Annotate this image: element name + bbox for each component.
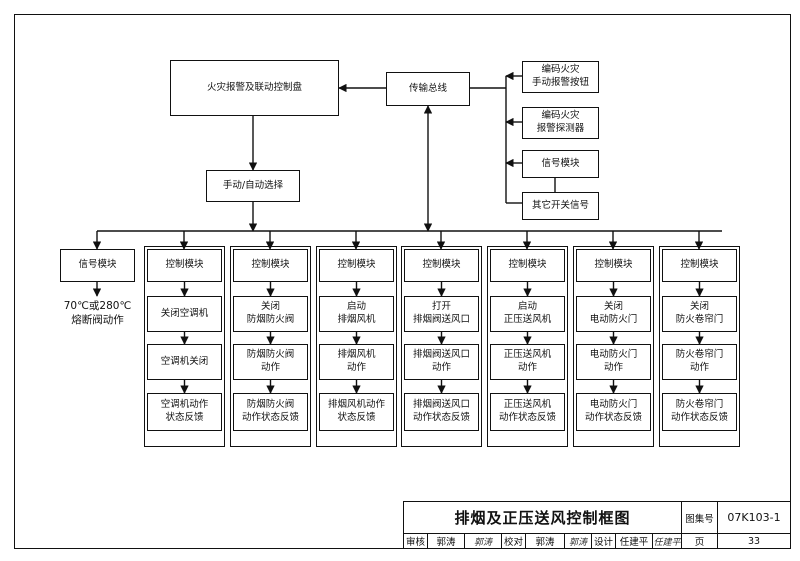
column-frame-5	[401, 246, 482, 447]
column-4-step-2: 排烟风机 动作	[319, 344, 394, 380]
column-frame-4	[316, 246, 397, 447]
check-name: 郭涛	[525, 533, 565, 549]
page-label: 页	[681, 533, 718, 549]
column-header-7: 控制模块	[576, 249, 651, 282]
design-label: 设计	[591, 533, 616, 549]
column-6-step-1: 启动 正压送风机	[490, 296, 565, 332]
column-2-step-2: 空调机关闭	[147, 344, 222, 380]
fuse-valve-action: 70℃或280℃ 熔断阀动作	[63, 300, 132, 326]
column-2-step-1: 关闭空调机	[147, 296, 222, 332]
column-header-8: 控制模块	[662, 249, 737, 282]
input-other-switch-signal: 其它开关信号	[522, 192, 599, 220]
review-label: 审核	[403, 533, 428, 549]
drawing-frame	[14, 14, 791, 549]
input-alarm-detector: 编码火灾 报警探测器	[522, 107, 599, 139]
column-header-5: 控制模块	[404, 249, 479, 282]
column-frame-7	[573, 246, 654, 447]
column-6-step-2: 正压送风机 动作	[490, 344, 565, 380]
column-3-step-3: 防烟防火阀 动作状态反馈	[233, 393, 308, 431]
column-8-step-2: 防火卷帘门 动作	[662, 344, 737, 380]
column-3-step-2: 防烟防火阀 动作	[233, 344, 308, 380]
review-signature: 郭涛	[464, 533, 502, 549]
design-name: 任建平	[615, 533, 653, 549]
design-signature: 任建平	[652, 533, 682, 549]
column-7-step-3: 电动防火门 动作状态反馈	[576, 393, 651, 431]
column-frame-2	[144, 246, 225, 447]
manual-auto-select: 手动/自动选择	[206, 170, 300, 202]
column-8-step-3: 防火卷帘门 动作状态反馈	[662, 393, 737, 431]
column-frame-8	[659, 246, 740, 447]
column-4-step-1: 启动 排烟风机	[319, 296, 394, 332]
column-8-step-1: 关闭 防火卷帘门	[662, 296, 737, 332]
column-arrows	[180, 282, 704, 394]
column-frame-6	[487, 246, 568, 447]
column-3-step-1: 关闭 防烟防火阀	[233, 296, 308, 332]
input-manual-alarm-button: 编码火灾 手动报警按钮	[522, 61, 599, 93]
column-header-4: 控制模块	[319, 249, 394, 282]
atlas-number: 07K103-1	[717, 501, 791, 534]
column-7-step-2: 电动防火门 动作	[576, 344, 651, 380]
check-signature: 郭涛	[564, 533, 592, 549]
fire-alarm-control-panel: 火灾报警及联动控制盘	[170, 60, 339, 116]
column-header-1: 信号模块	[60, 249, 135, 282]
drawing-title: 排烟及正压送风控制框图	[403, 501, 682, 534]
page-number: 33	[717, 533, 791, 549]
column-5-step-2: 排烟阀送风口 动作	[404, 344, 479, 380]
column-5-step-1: 打开 排烟阀送风口	[404, 296, 479, 332]
review-name: 郭涛	[427, 533, 465, 549]
column-4-step-3: 排烟风机动作 状态反馈	[319, 393, 394, 431]
column-header-3: 控制模块	[233, 249, 308, 282]
column-header-6: 控制模块	[490, 249, 565, 282]
column-6-step-3: 正压送风机 动作状态反馈	[490, 393, 565, 431]
column-5-step-3: 排烟阀送风口 动作状态反馈	[404, 393, 479, 431]
transmission-bus: 传输总线	[386, 72, 470, 106]
input-signal-module: 信号模块	[522, 150, 599, 178]
column-header-2: 控制模块	[147, 249, 222, 282]
column-frame-3	[230, 246, 311, 447]
check-label: 校对	[501, 533, 526, 549]
atlas-label: 图集号	[681, 501, 718, 534]
column-7-step-1: 关闭 电动防火门	[576, 296, 651, 332]
column-2-step-3: 空调机动作 状态反馈	[147, 393, 222, 431]
